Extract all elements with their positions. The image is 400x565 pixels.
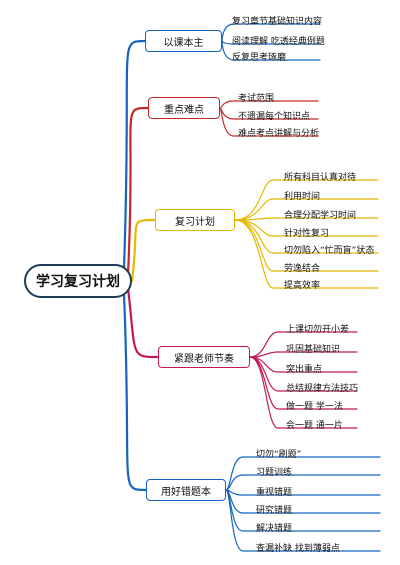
leaf-topic: 不遗漏每个知识点	[238, 112, 311, 122]
leaf-topic: 巩固基础知识	[286, 345, 341, 355]
branch-follow-teacher: 紧跟老师节奏	[158, 346, 250, 368]
leaf-topic: 总结规律方法技巧	[286, 384, 359, 394]
leaf-topic: 切勿“刷题”	[256, 450, 302, 460]
branch-review-plan: 复习计划	[155, 209, 235, 231]
leaf-topic: 习题训练	[256, 468, 293, 478]
leaf-topic: 劳逸结合	[284, 264, 321, 274]
leaf-topic: 难点考点讲解与分析	[238, 129, 320, 139]
leaf-connector	[225, 489, 381, 514]
branch-key-points: 重点难点	[148, 97, 220, 119]
leaf-topic: 做一题 学一法	[286, 402, 343, 412]
leaf-connector	[249, 331, 358, 358]
branch-textbook: 以课本主	[145, 30, 222, 52]
branch-mistake-notebook: 用好错题本	[146, 479, 226, 501]
leaf-topic: 提高效率	[284, 281, 321, 291]
leaf-topic: 查漏补缺 找到薄弱点	[256, 544, 340, 554]
leaf-connector	[225, 474, 381, 491]
leaf-topic: 反复思考琢磨	[232, 53, 287, 63]
root-connector	[130, 218, 157, 283]
central-topic: 学习复习计划	[24, 264, 132, 298]
leaf-connector	[225, 489, 381, 552]
leaf-connector	[234, 198, 379, 221]
leaf-connector	[221, 23, 321, 42]
leaf-topic: 上课切勿开小差	[286, 325, 350, 335]
leaf-topic: 切勿陷入“忙而盲”状态	[284, 246, 375, 256]
leaf-connector	[249, 351, 358, 358]
root-connector	[126, 106, 150, 276]
leaf-connector	[225, 489, 381, 496]
root-connector	[122, 39, 147, 270]
leaf-connector	[225, 489, 381, 532]
leaf-topic: 复习章节基础知识内容	[232, 17, 323, 27]
leaf-connector	[225, 456, 381, 491]
leaf-connector	[221, 40, 321, 61]
root-connector	[126, 286, 160, 359]
leaf-connector	[234, 179, 379, 221]
leaf-topic: 研究错题	[256, 506, 293, 516]
leaf-topic: 所有科目认真对待	[284, 173, 357, 183]
leaf-topic: 重视错题	[256, 488, 293, 498]
leaf-connector	[249, 356, 358, 429]
leaf-topic: 突出重点	[286, 365, 323, 375]
leaf-connector	[219, 107, 319, 137]
leaf-topic: 考试范围	[238, 94, 275, 104]
leaf-topic: 会一题 通一片	[286, 421, 343, 431]
leaf-topic: 利用时间	[284, 192, 321, 202]
leaf-topic: 阅读理解 吃透经典例题	[232, 37, 325, 47]
leaf-topic: 合理分配学习时间	[284, 211, 357, 221]
leaf-topic: 针对性复习	[284, 229, 330, 239]
leaf-topic: 解决错题	[256, 524, 293, 534]
root-connector	[122, 292, 148, 492]
leaf-connector	[234, 219, 379, 289]
